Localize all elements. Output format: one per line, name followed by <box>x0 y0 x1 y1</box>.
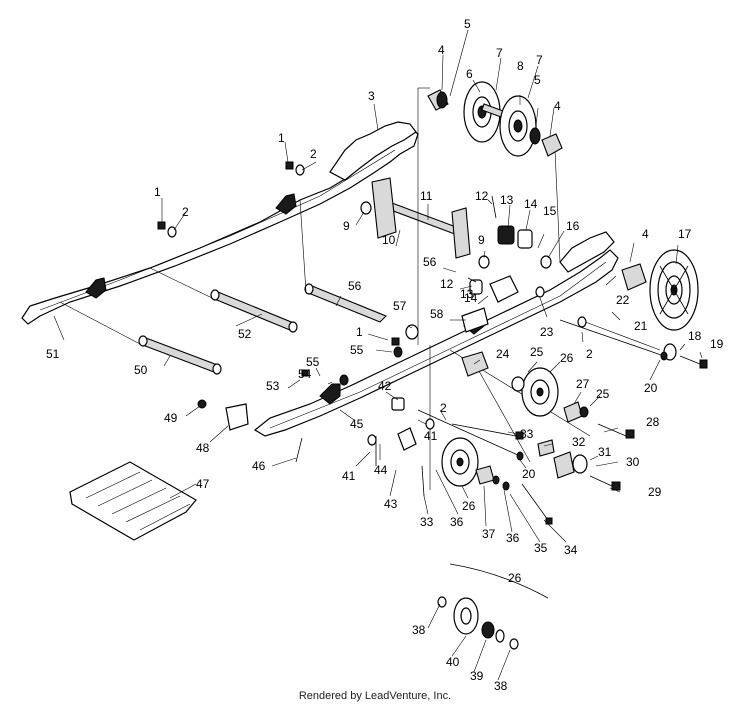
callout-56b: 56 <box>348 279 362 293</box>
callout-30: 30 <box>626 455 640 469</box>
callout-17: 17 <box>678 227 692 241</box>
callout-35: 35 <box>534 541 548 555</box>
callout-9: 9 <box>343 219 350 233</box>
callout-32: 32 <box>572 435 586 449</box>
callout-2: 2 <box>310 147 317 161</box>
right-rail <box>253 231 619 437</box>
callout-58: 58 <box>430 307 444 321</box>
idler-wheel-17 <box>621 249 699 331</box>
callout-36: 36 <box>506 531 520 545</box>
callout-20b: 20 <box>522 467 536 481</box>
callout-13: 13 <box>500 193 514 207</box>
callout-4b: 4 <box>554 99 561 113</box>
cross-shaft-50 <box>138 335 222 375</box>
callout-50: 50 <box>134 363 148 377</box>
callout-20: 20 <box>644 381 658 395</box>
callout-16: 16 <box>566 219 580 233</box>
center-components <box>371 177 533 451</box>
callout-4: 4 <box>438 43 445 57</box>
callout-55: 55 <box>350 343 364 357</box>
callout-23: 23 <box>540 325 554 339</box>
callout-25: 25 <box>530 345 544 359</box>
wheel-26-upper <box>511 367 559 417</box>
callout-38b: 38 <box>494 679 508 693</box>
callout-43: 43 <box>384 497 398 511</box>
small-hardware <box>157 161 587 466</box>
callout-56: 56 <box>423 255 437 269</box>
callout-44: 44 <box>374 463 388 477</box>
callout-1: 1 <box>278 131 285 145</box>
callout-27: 27 <box>576 377 590 391</box>
wheel-26-exploded <box>437 563 549 650</box>
callout-9b: 9 <box>478 233 485 247</box>
callout-47: 47 <box>196 477 210 491</box>
callout-2c: 2 <box>586 347 593 361</box>
callout-24: 24 <box>496 347 510 361</box>
callout-2d: 2 <box>440 401 447 415</box>
callout-26: 26 <box>560 351 574 365</box>
callout-48: 48 <box>196 441 210 455</box>
leader-lines <box>53 29 703 681</box>
callout-37: 37 <box>482 527 496 541</box>
callout-25b: 25 <box>596 387 610 401</box>
callout-40: 40 <box>446 655 460 669</box>
callout-33: 33 <box>520 427 534 441</box>
callout-7b: 7 <box>536 53 543 67</box>
callout-26b: 26 <box>462 499 476 513</box>
callout-38: 38 <box>412 623 426 637</box>
callout-29: 29 <box>648 485 662 499</box>
callout-41: 41 <box>342 469 356 483</box>
callout-54: 54 <box>298 367 312 381</box>
construction-lines <box>59 87 661 490</box>
callout-33b: 33 <box>420 515 434 529</box>
callout-13b: 13 <box>460 287 474 301</box>
callout-7: 7 <box>496 46 503 60</box>
callout-22: 22 <box>616 293 630 307</box>
callout-1b: 1 <box>154 185 161 199</box>
wheel-26-lower <box>441 437 510 491</box>
callout-55b: 55 <box>306 355 320 369</box>
callout-57: 57 <box>393 299 407 313</box>
callout-12: 12 <box>475 189 489 203</box>
callout-5b: 5 <box>534 73 541 87</box>
callout-51: 51 <box>46 347 60 361</box>
callout-42: 42 <box>378 379 392 393</box>
callout-14: 14 <box>524 197 538 211</box>
callout-26c: 26 <box>508 571 522 585</box>
callout-34: 34 <box>564 543 578 557</box>
track-clip-47 <box>69 461 197 541</box>
callout-4c: 4 <box>642 227 649 241</box>
callout-18: 18 <box>688 329 702 343</box>
callout-45: 45 <box>350 417 364 431</box>
callout-8: 8 <box>517 59 524 73</box>
callout-52: 52 <box>238 327 252 341</box>
callout-39: 39 <box>470 669 484 683</box>
axle-hardware <box>417 319 708 525</box>
callout-21: 21 <box>634 319 648 333</box>
callout-31: 31 <box>598 445 612 459</box>
callout-1c: 1 <box>356 325 363 339</box>
callout-2b: 2 <box>182 205 189 219</box>
callout-49: 49 <box>164 411 178 425</box>
callout-15: 15 <box>543 204 557 218</box>
top-wheel-assembly <box>427 81 563 157</box>
cross-shaft-52 <box>210 289 298 333</box>
callout-53: 53 <box>266 379 280 393</box>
callout-12b: 12 <box>440 277 454 291</box>
callout-19: 19 <box>710 337 724 351</box>
cross-shaft-56 <box>304 283 387 323</box>
footer-credit: Rendered by LeadVenture, Inc. <box>298 690 452 702</box>
callout-14b: 14 <box>464 291 478 305</box>
callout-5: 5 <box>464 17 471 31</box>
callout-3: 3 <box>368 89 375 103</box>
callout-36b: 36 <box>450 515 464 529</box>
callout-46: 46 <box>252 459 266 473</box>
callout-labels: 1 2 3 4 5 6 7 8 7 5 4 1 2 9 10 11 12 13 … <box>46 17 724 693</box>
callout-10: 10 <box>382 233 396 247</box>
callout-41b: 41 <box>424 429 438 443</box>
callout-11: 11 <box>420 189 433 203</box>
callout-6: 6 <box>466 67 473 81</box>
callout-28: 28 <box>646 415 660 429</box>
